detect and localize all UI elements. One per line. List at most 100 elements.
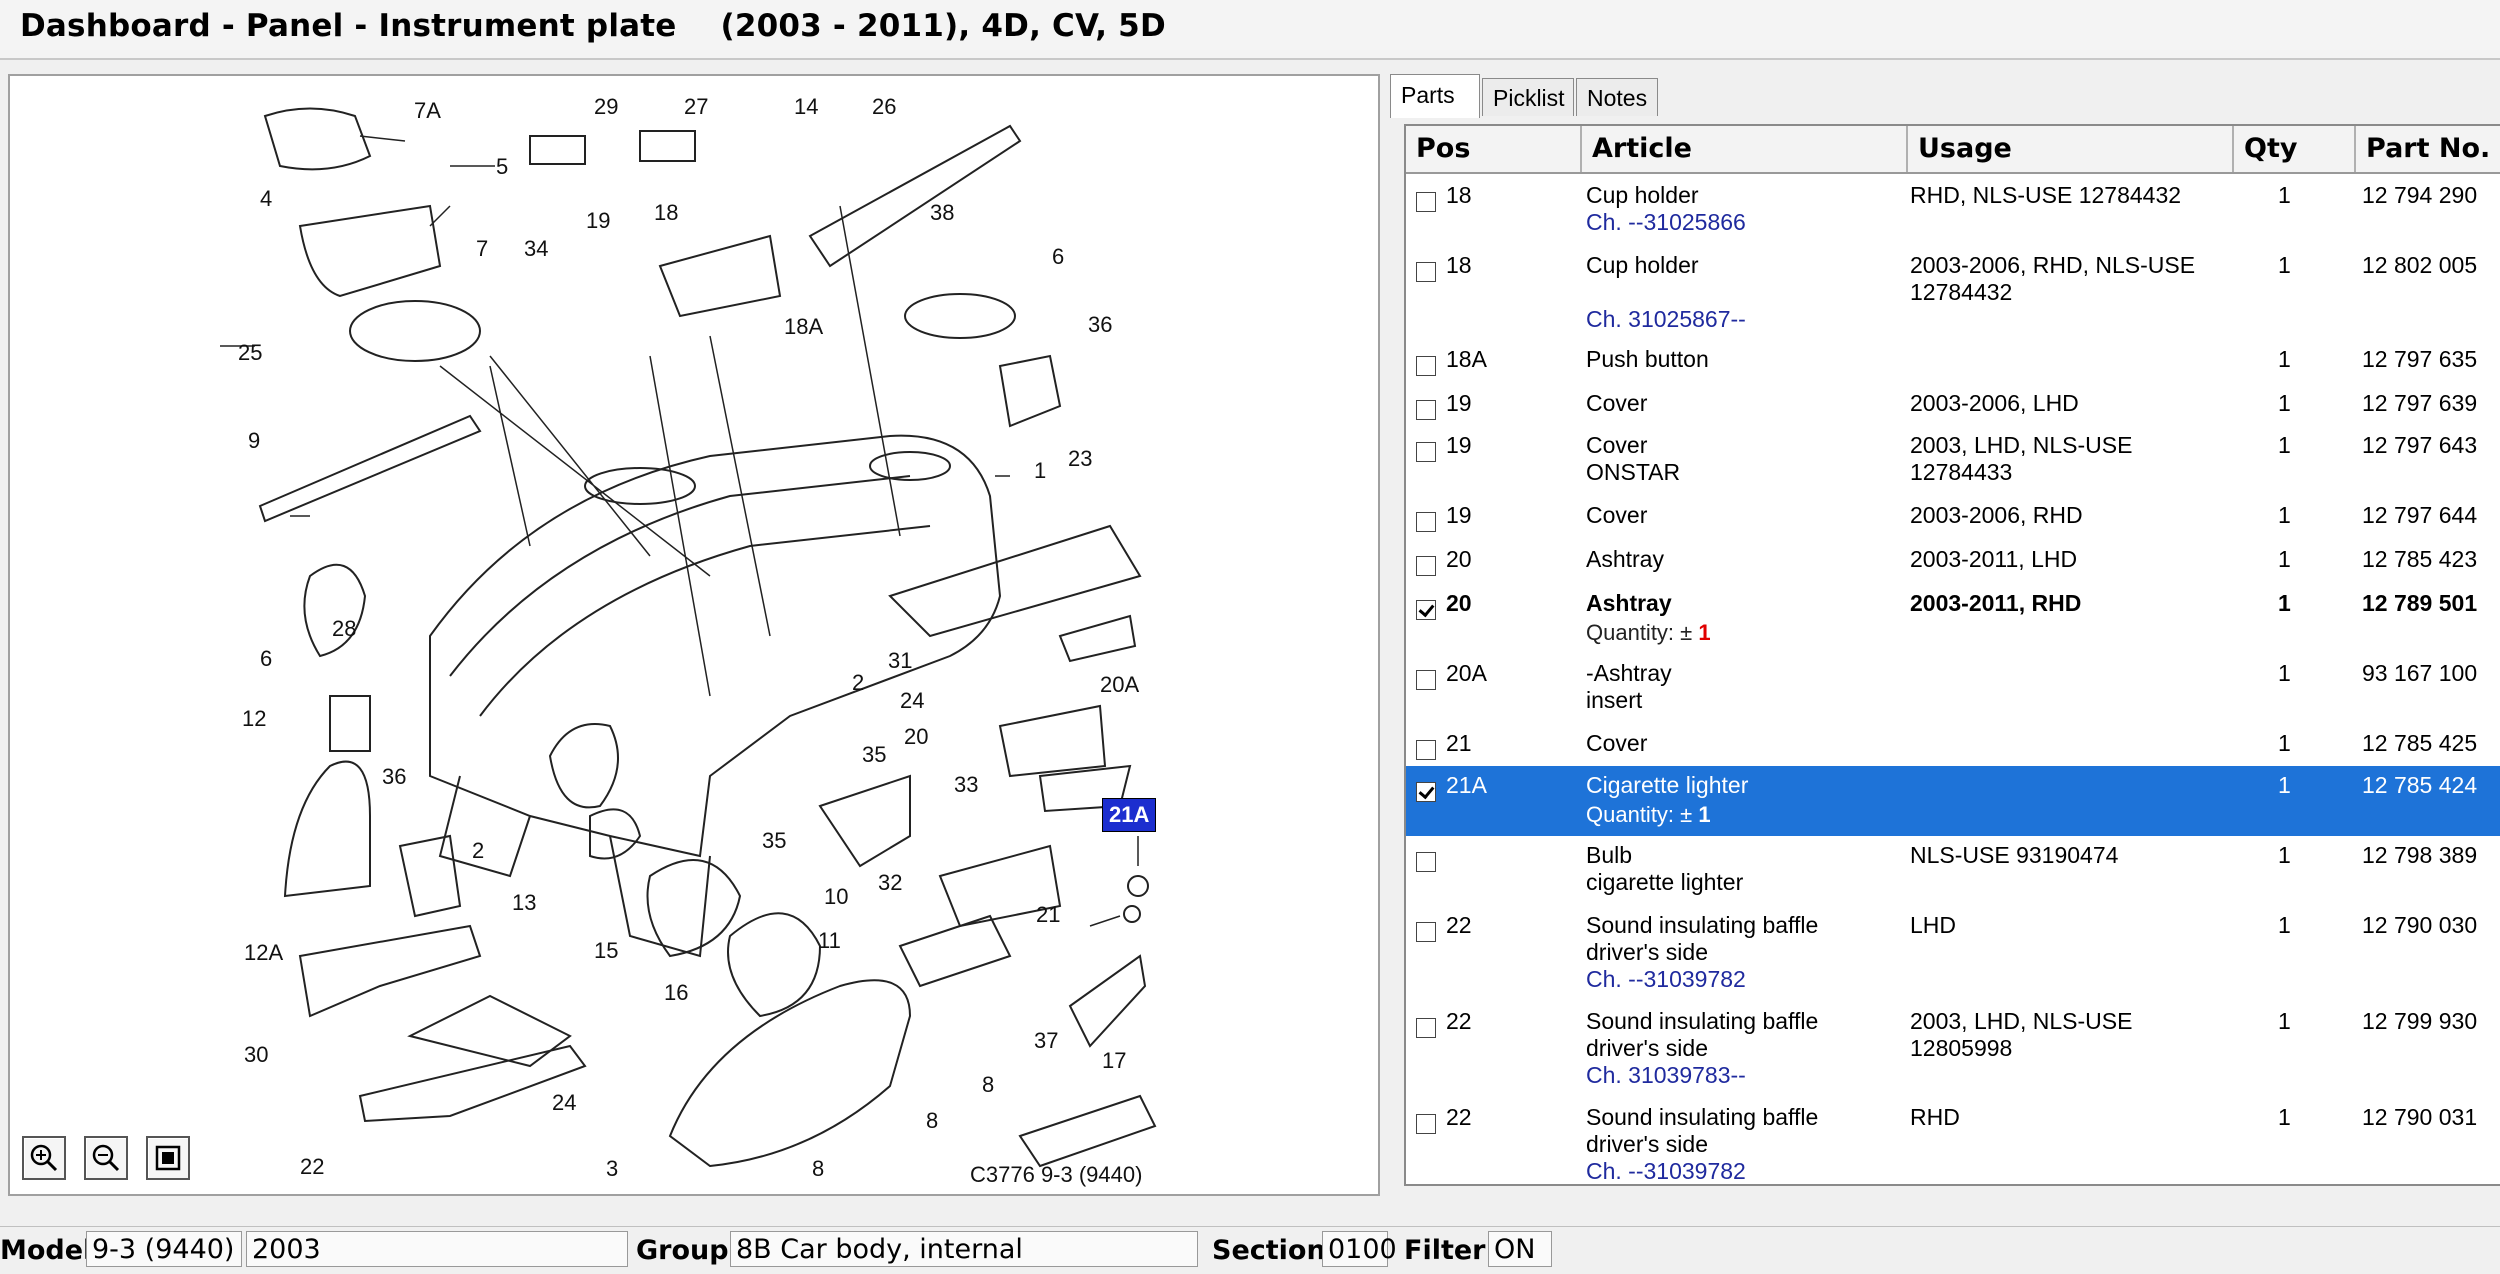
col-header-usage[interactable]: Usage: [1908, 126, 2234, 172]
row-checkbox[interactable]: [1416, 262, 1436, 282]
callout-8-mid[interactable]: 8: [926, 1108, 939, 1133]
fit-to-window-button[interactable]: [146, 1136, 190, 1180]
callout-36-left[interactable]: 36: [382, 764, 407, 789]
row-checkbox[interactable]: [1416, 442, 1436, 462]
callout-33[interactable]: 33: [954, 772, 979, 797]
callout-19[interactable]: 19: [586, 208, 611, 233]
callout-28[interactable]: 28: [332, 616, 357, 641]
row-checkbox[interactable]: [1416, 922, 1436, 942]
callout-13[interactable]: 13: [512, 890, 537, 915]
callout-2-left[interactable]: 2: [472, 838, 485, 863]
exploded-diagram-panel[interactable]: 7A 29 27 14 26 5 4 19 18 38 7 34 6 25 18…: [8, 74, 1380, 1196]
callout-17[interactable]: 17: [1102, 1048, 1127, 1073]
callout-5[interactable]: 5: [496, 154, 509, 179]
callout-12[interactable]: 12: [242, 706, 267, 731]
callout-21A-highlighted[interactable]: 21A: [1102, 798, 1157, 832]
row-checkbox[interactable]: [1416, 670, 1436, 690]
callout-8-right[interactable]: 8: [982, 1072, 995, 1097]
callout-37[interactable]: 37: [1034, 1028, 1059, 1053]
filter-field[interactable]: ON: [1488, 1231, 1552, 1267]
tab-picklist[interactable]: Picklist: [1482, 78, 1574, 116]
callout-35-lower[interactable]: 35: [762, 828, 787, 853]
callout-35-mid[interactable]: 35: [862, 742, 887, 767]
row-checkbox[interactable]: [1416, 1018, 1436, 1038]
callout-12A[interactable]: 12A: [244, 940, 284, 965]
row-checkbox[interactable]: [1416, 1114, 1436, 1134]
row-checkbox[interactable]: [1416, 512, 1436, 532]
year-field[interactable]: 2003: [246, 1231, 628, 1267]
callout-10[interactable]: 10: [824, 884, 849, 909]
callout-11[interactable]: 11: [818, 928, 841, 953]
section-field[interactable]: 0100: [1322, 1231, 1397, 1267]
callout-7A[interactable]: 7A: [414, 98, 441, 123]
callout-23[interactable]: 23: [1068, 446, 1093, 471]
row-checkbox[interactable]: [1416, 556, 1436, 576]
row-quantity-adjust[interactable]: Quantity: ± 1: [1586, 620, 1711, 646]
callout-21[interactable]: 21: [1036, 902, 1061, 927]
callout-38[interactable]: 38: [930, 200, 955, 225]
callout-1[interactable]: 1: [1034, 458, 1047, 483]
row-checkbox[interactable]: [1416, 852, 1436, 872]
row-checkbox[interactable]: [1416, 192, 1436, 212]
row-checkbox[interactable]: [1416, 600, 1436, 620]
callout-32[interactable]: 32: [878, 870, 903, 895]
callout-29[interactable]: 29: [594, 94, 619, 119]
callout-14[interactable]: 14: [794, 94, 819, 119]
callout-22[interactable]: 22: [300, 1154, 325, 1179]
group-field[interactable]: 8B Car body, internal: [730, 1231, 1198, 1267]
row-checkbox[interactable]: [1416, 356, 1436, 376]
zoom-out-button[interactable]: [84, 1136, 128, 1180]
callout-30[interactable]: 30: [244, 1042, 269, 1067]
callout-26[interactable]: 26: [872, 94, 897, 119]
callout-24-mid[interactable]: 24: [900, 688, 925, 713]
callout-6-top[interactable]: 6: [1052, 244, 1065, 269]
callout-18A[interactable]: 18A: [784, 314, 824, 339]
callout-25[interactable]: 25: [238, 340, 263, 365]
callout-8-lower[interactable]: 8: [812, 1156, 825, 1181]
callout-7[interactable]: 7: [476, 236, 489, 261]
callout-6-left[interactable]: 6: [260, 646, 273, 671]
callout-2-mid[interactable]: 2: [852, 670, 865, 695]
callout-16[interactable]: 16: [664, 980, 689, 1005]
callout-15[interactable]: 15: [594, 938, 619, 963]
model-field[interactable]: 9-3 (9440): [86, 1231, 242, 1267]
col-header-article[interactable]: Article: [1582, 126, 1908, 172]
tab-parts[interactable]: Parts: [1390, 74, 1480, 118]
callout-20A[interactable]: 20A: [1100, 672, 1140, 697]
callout-4[interactable]: 4: [260, 186, 273, 211]
callout-36-top[interactable]: 36: [1088, 312, 1113, 337]
callout-34[interactable]: 34: [524, 236, 549, 261]
row-checkbox[interactable]: [1416, 400, 1436, 420]
tab-notes[interactable]: Notes: [1576, 78, 1658, 116]
callout-18[interactable]: 18: [654, 200, 679, 225]
row-checkbox[interactable]: [1416, 782, 1436, 802]
col-header-part-no[interactable]: Part No.: [2366, 133, 2491, 164]
callout-20[interactable]: 20: [904, 724, 929, 749]
row-checkbox[interactable]: [1416, 740, 1436, 760]
callout-24-lower[interactable]: 24: [552, 1090, 577, 1115]
col-header-qty[interactable]: Qty: [2234, 126, 2356, 172]
callout-9[interactable]: 9: [248, 428, 261, 453]
col-header-pos[interactable]: Pos: [1406, 126, 1582, 172]
zoom-in-button[interactable]: [22, 1136, 66, 1180]
callout-31[interactable]: 31: [888, 648, 913, 673]
row-quantity-adjust[interactable]: Quantity: ± 1: [1586, 802, 1711, 828]
callout-27[interactable]: 27: [684, 94, 709, 119]
callout-3[interactable]: 3: [606, 1156, 619, 1181]
